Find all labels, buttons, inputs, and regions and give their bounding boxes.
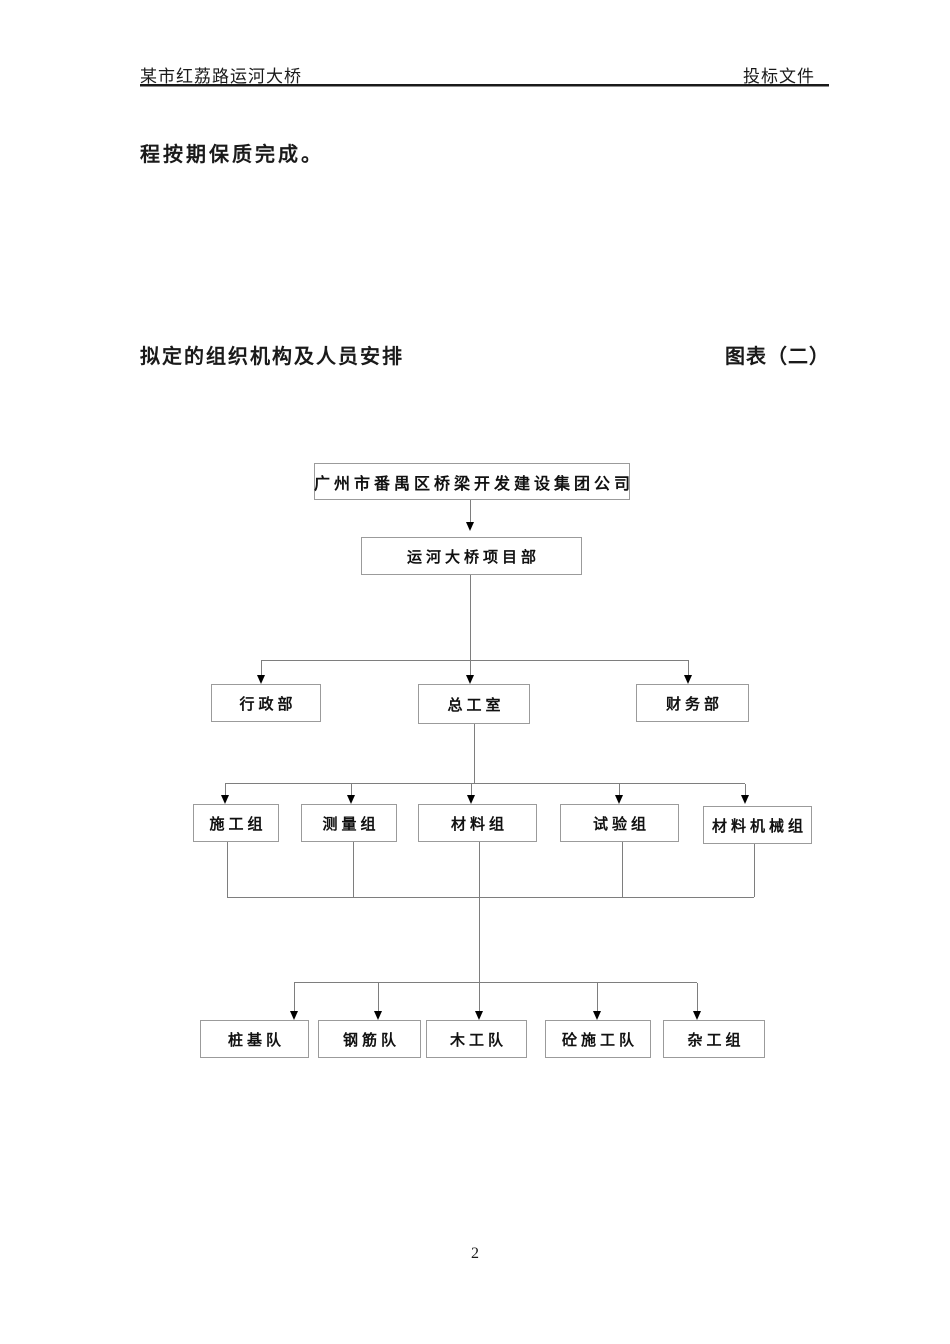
arrow-down-icon — [615, 795, 623, 804]
connector-line — [745, 784, 746, 795]
connector-line — [479, 898, 480, 982]
org-box-general-labor-group: 杂工组 — [663, 1020, 765, 1058]
connector-line — [479, 983, 480, 1011]
connector-line — [470, 500, 471, 522]
arrow-down-icon — [593, 1011, 601, 1020]
connector-line — [697, 983, 698, 1011]
arrow-down-icon — [466, 522, 474, 531]
connector-line — [597, 983, 598, 1011]
arrow-down-icon — [347, 795, 355, 804]
org-box-piling-team: 桩基队 — [200, 1020, 309, 1058]
connector-line — [294, 982, 697, 983]
connector-line — [351, 784, 352, 795]
connector-line — [261, 661, 262, 675]
connector-line — [261, 660, 689, 661]
connector-line — [353, 842, 354, 897]
connector-line — [479, 842, 480, 897]
page-number: 2 — [471, 1245, 479, 1262]
connector-line — [619, 784, 620, 795]
connector-line — [622, 842, 623, 897]
connector-line — [225, 784, 226, 795]
connector-line — [754, 844, 755, 897]
connector-line — [470, 575, 471, 660]
arrow-down-icon — [467, 795, 475, 804]
arrow-down-icon — [374, 1011, 382, 1020]
section-caption: 图表（二） — [725, 346, 830, 368]
org-box-chief-engineer-office: 总工室 — [418, 684, 530, 724]
arrow-down-icon — [257, 675, 265, 684]
org-box-rebar-team: 钢筋队 — [318, 1020, 421, 1058]
section-title: 拟定的组织机构及人员安排 — [140, 346, 404, 368]
arrow-down-icon — [466, 675, 474, 684]
connector-line — [225, 783, 745, 784]
arrow-down-icon — [221, 795, 229, 804]
org-box-construction-group: 施工组 — [193, 804, 279, 842]
org-box-carpentry-team: 木工队 — [426, 1020, 527, 1058]
arrow-down-icon — [741, 795, 749, 804]
header-rule — [140, 84, 829, 87]
arrow-down-icon — [475, 1011, 483, 1020]
header-left-text: 某市红荔路运河大桥 — [140, 67, 302, 86]
org-box-material-machinery-group: 材料机械组 — [703, 806, 812, 844]
connector-line — [470, 661, 471, 675]
connector-line — [471, 784, 472, 795]
arrow-down-icon — [290, 1011, 298, 1020]
org-box-survey-group: 测量组 — [301, 804, 397, 842]
org-box-testing-group: 试验组 — [560, 804, 679, 842]
connector-line — [378, 983, 379, 1011]
connector-line — [474, 724, 475, 783]
org-box-admin-dept: 行政部 — [211, 684, 321, 722]
connector-line — [688, 661, 689, 675]
connector-line — [227, 897, 754, 898]
body-paragraph: 程按期保质完成。 — [140, 144, 324, 166]
header-right-text: 投标文件 — [743, 67, 815, 86]
org-box-finance-dept: 财务部 — [636, 684, 749, 722]
arrow-down-icon — [684, 675, 692, 684]
connector-line — [294, 983, 295, 1011]
org-box-root: 广州市番禺区桥梁开发建设集团公司 — [314, 463, 630, 500]
org-box-materials-group: 材料组 — [418, 804, 537, 842]
connector-line — [227, 842, 228, 897]
org-box-concrete-team: 砼施工队 — [545, 1020, 651, 1058]
org-box-project-dept: 运河大桥项目部 — [361, 537, 582, 575]
arrow-down-icon — [693, 1011, 701, 1020]
